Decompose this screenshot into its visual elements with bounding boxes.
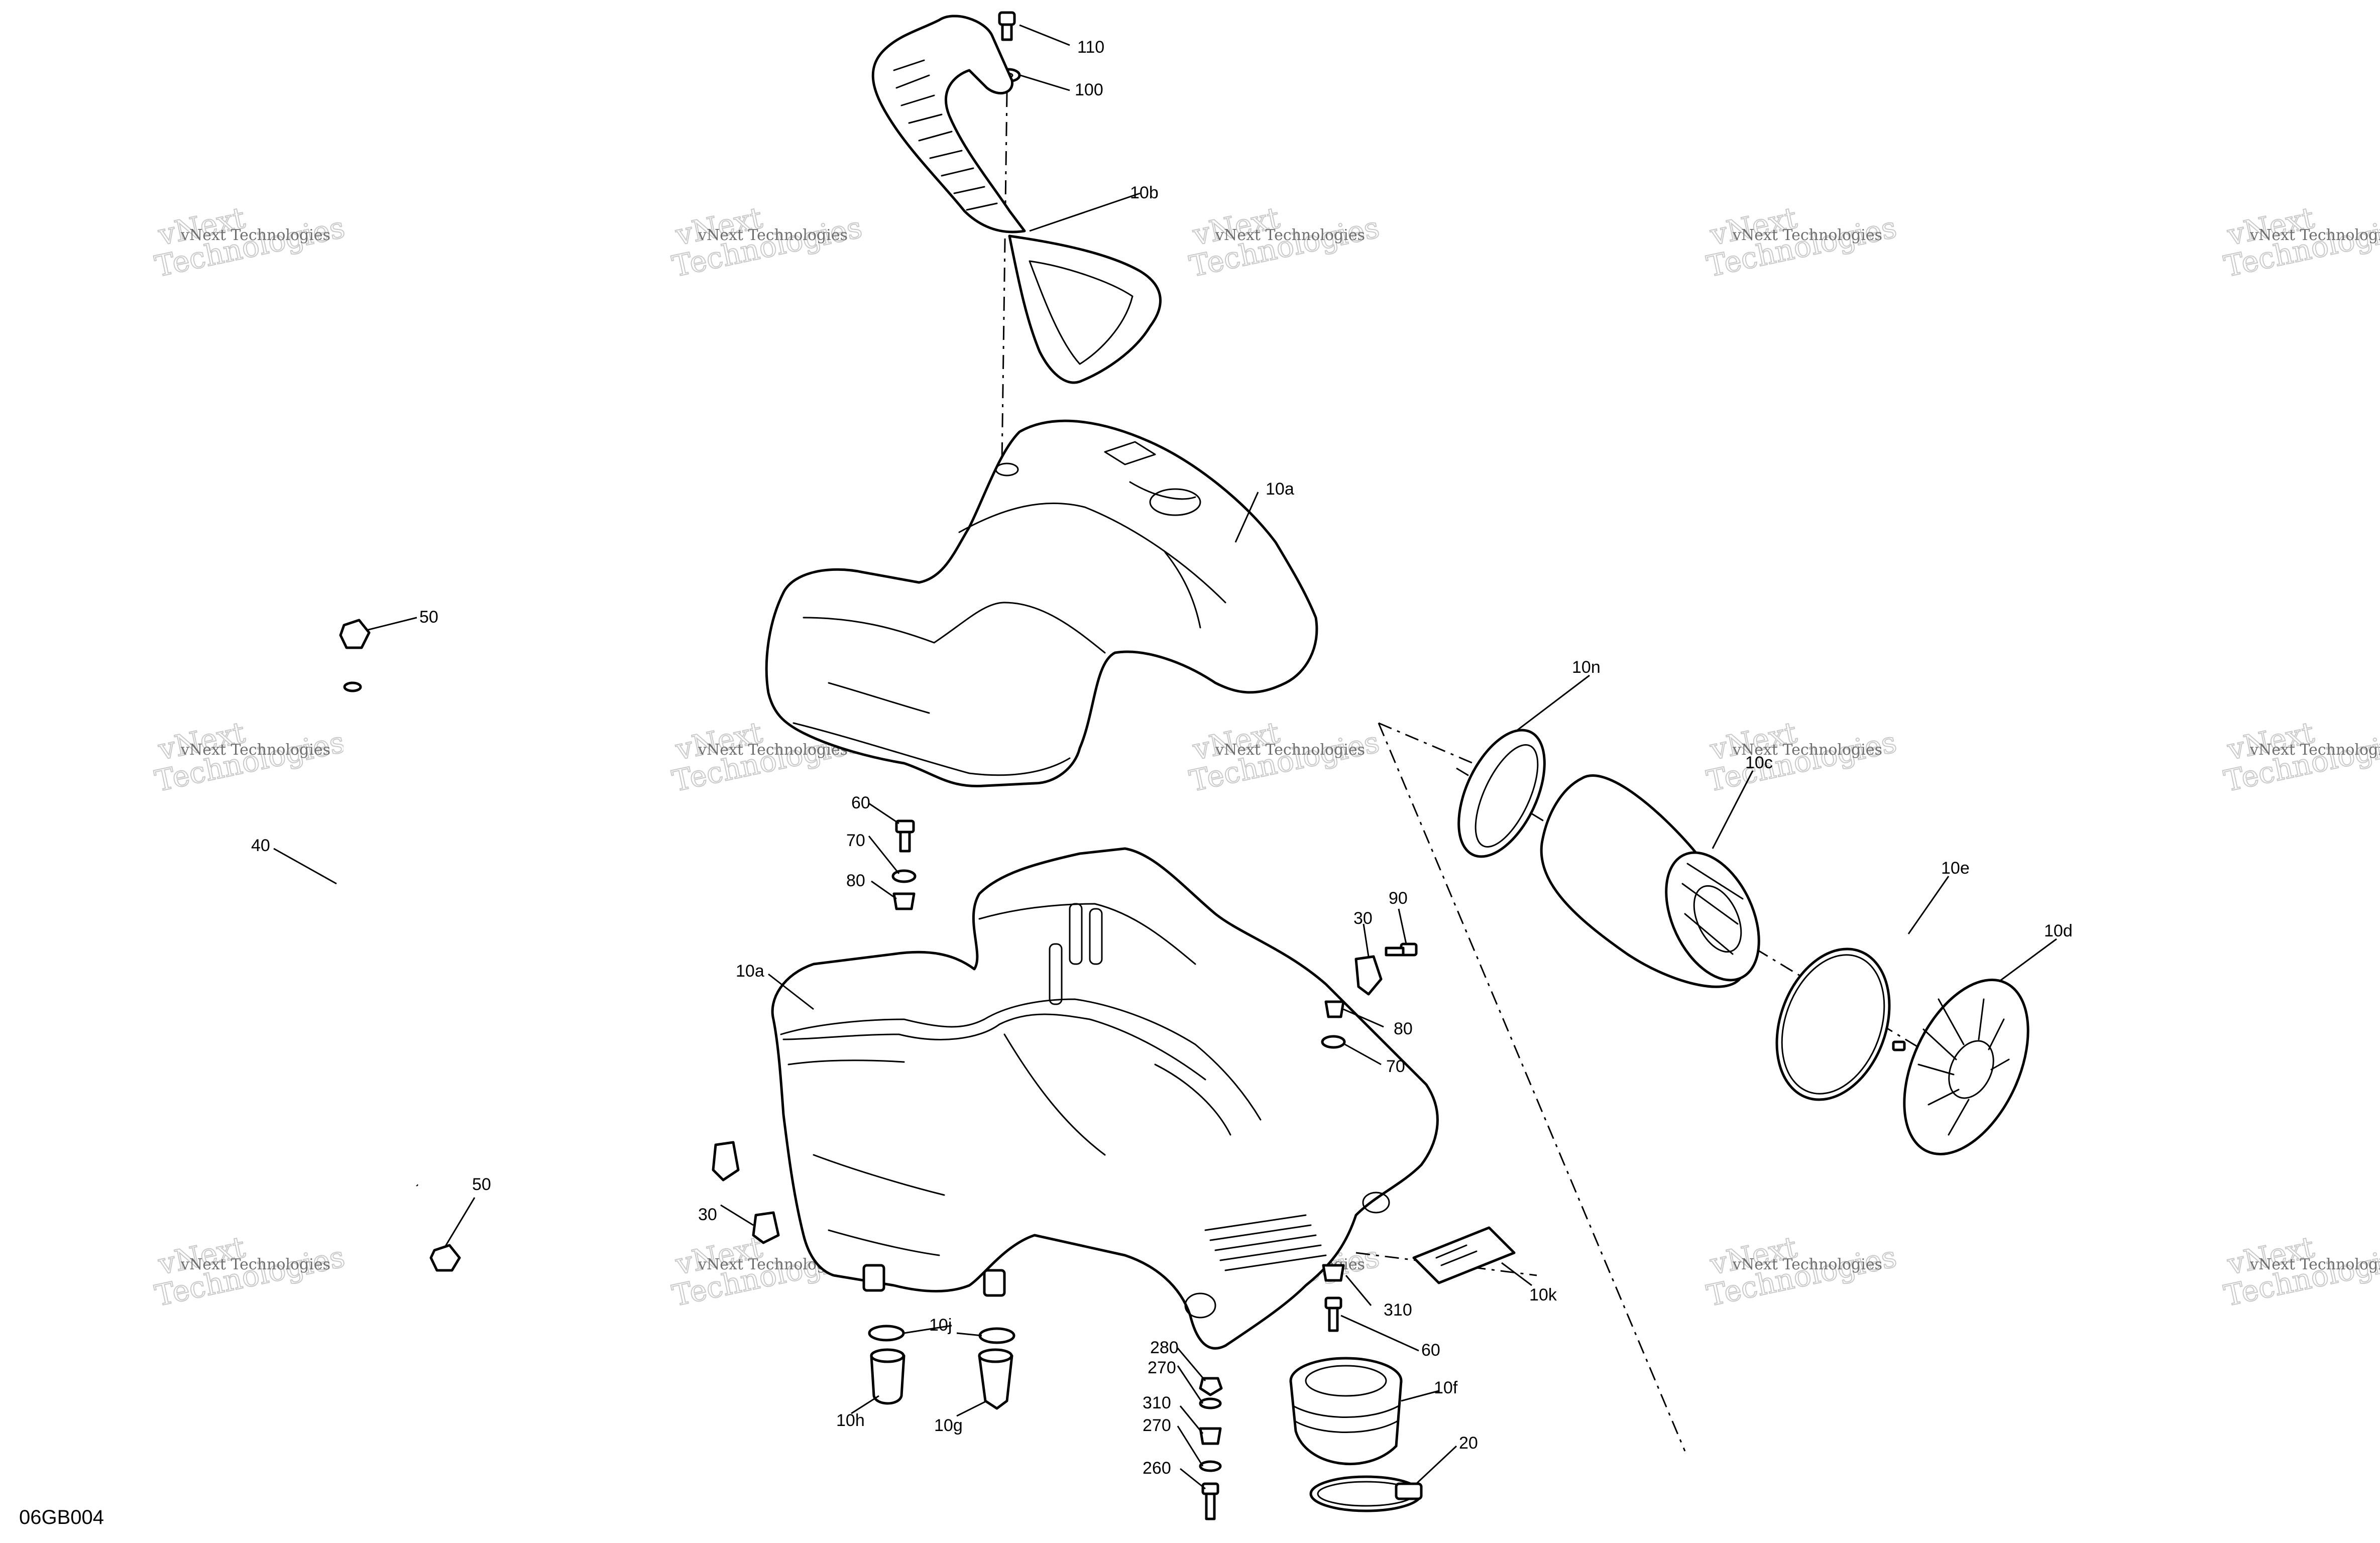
label-10k (1412, 1226, 1516, 1284)
bolt-260 (1201, 1482, 1219, 1520)
grommet-80-left (892, 892, 916, 910)
clamp-50-bottom (429, 1244, 461, 1272)
airbox-base-10a (771, 847, 1439, 1350)
drain-valve-10h (870, 1348, 905, 1405)
callout-30-left: 30 (698, 1205, 717, 1224)
screw-110 (998, 11, 1016, 41)
washer-70-right (1321, 1035, 1346, 1049)
watermark-text: vNext Technologies (180, 226, 330, 244)
callout-20: 20 (1459, 1434, 1478, 1453)
callout-260: 260 (1143, 1459, 1171, 1478)
watermark-text: vNext Technologies (1215, 226, 1365, 244)
callout-100: 100 (1075, 80, 1103, 99)
bolt-60-left (895, 819, 915, 853)
o-ring-10e (1775, 947, 1891, 1101)
callout-10n: 10n (1572, 658, 1601, 677)
callout-110: 110 (1077, 38, 1104, 57)
watermark-text: vNext Technologies (1732, 1256, 1882, 1273)
callout-50-bottom: 50 (472, 1175, 491, 1194)
end-cap-10d (1892, 979, 2029, 1155)
nut-30-right (1354, 955, 1383, 996)
callout-10g: 10g (934, 1416, 963, 1435)
callout-280: 280 (1150, 1338, 1179, 1357)
callout-70-left: 70 (846, 831, 865, 850)
drain-valve-10g (978, 1348, 1013, 1410)
hose-clamp-20 (1309, 1475, 1423, 1512)
watermark-text: vNext Technologies (1215, 741, 1365, 759)
airbox-cover-10a (765, 419, 1318, 788)
leader-lines (273, 24, 2057, 1490)
centerline-filter-upper (1378, 722, 1497, 774)
bolt-60-right (1324, 1296, 1342, 1332)
nut-30-left-a (712, 1141, 740, 1181)
callout-10f: 10f (1434, 1378, 1458, 1397)
callout-70-right: 70 (1386, 1057, 1405, 1076)
callout-80-left: 80 (846, 871, 865, 890)
callout-10c: 10c (1745, 753, 1773, 772)
callout-270-top: 270 (1148, 1358, 1176, 1377)
bolt-90 (1385, 942, 1418, 957)
watermark-text: vNext Technologies (1732, 741, 1882, 759)
washer-70-left (891, 869, 917, 883)
callout-10e: 10e (1941, 859, 1970, 878)
watermark-text: vNext Technologies (2249, 1256, 2380, 1273)
callout-10d: 10d (2044, 921, 2073, 940)
callout-310-right: 310 (1384, 1300, 1412, 1320)
callout-80-right: 80 (1394, 1019, 1413, 1038)
callout-90: 90 (1389, 889, 1408, 908)
watermark-text: vNext Technologies (2249, 226, 2380, 244)
grommet-310-right (1322, 1264, 1345, 1282)
centerline-intake-tube (1001, 92, 1008, 462)
washer-270-bottom (1199, 1460, 1222, 1472)
clamp-50-top (339, 619, 371, 649)
callout-310-left: 310 (1143, 1393, 1171, 1412)
intake-boot-10f (1289, 1357, 1403, 1466)
callout-labels: 110 100 10b 10a 50 40 50 60 70 80 10a 30… (251, 38, 2073, 1478)
callout-50-top: 50 (419, 608, 438, 627)
callout-270-bottom: 270 (1143, 1416, 1171, 1435)
watermark-text: vNext Technologies (2249, 741, 2380, 759)
callout-10k: 10k (1529, 1285, 1557, 1304)
callout-10a-cover: 10a (1266, 480, 1294, 499)
document-code: 06GB004 (19, 1506, 104, 1528)
watermark-text: vNext Technologies (180, 741, 330, 759)
callout-10b: 10b (1130, 183, 1159, 202)
callout-10a-base: 10a (736, 962, 764, 981)
watermark-text: vNext Technologies (180, 1256, 330, 1273)
grommet-310-left (1199, 1427, 1222, 1445)
callout-60-top: 60 (851, 793, 870, 812)
callout-60-bottom: 60 (1421, 1341, 1440, 1360)
nut-30-left-b (752, 1211, 780, 1244)
callout-30-right: 30 (1353, 909, 1373, 928)
clamp-10j-right (978, 1327, 1015, 1344)
callout-40: 40 (251, 836, 270, 855)
intake-duct-10b (871, 15, 1162, 384)
watermark-text: vNext Technologies (698, 741, 848, 759)
nut-280 (1199, 1377, 1223, 1396)
washer-270-top (1199, 1397, 1222, 1409)
breather-hose-40 (323, 681, 422, 1189)
callout-10j: 10j (929, 1316, 952, 1335)
filter-ring-10n (1457, 729, 1546, 858)
watermark-text: vNext Technologies (698, 226, 848, 244)
watermark-text: vNext Technologies (1732, 226, 1882, 244)
clamp-10j-left (868, 1325, 905, 1342)
callout-10h: 10h (836, 1411, 865, 1430)
grommet-80-right (1324, 1000, 1345, 1018)
air-filter-10c (1540, 774, 1760, 988)
